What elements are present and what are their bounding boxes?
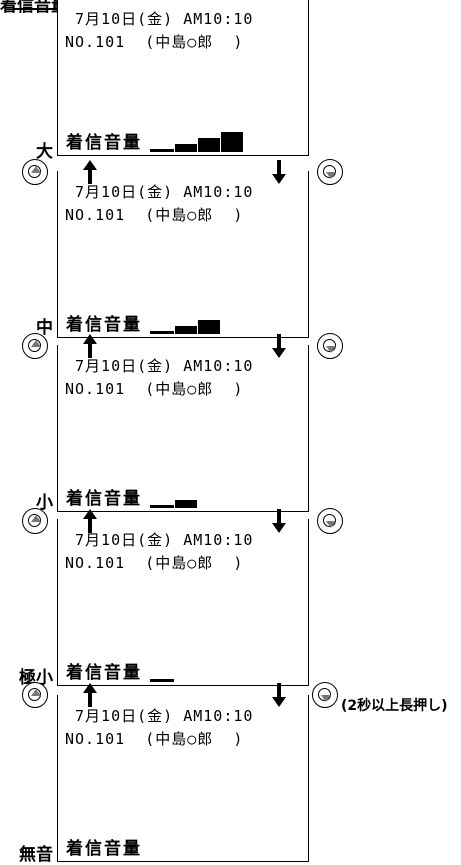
- level-label-silent: 無音: [19, 845, 53, 865]
- volume-bar-2: [175, 326, 197, 334]
- volume-row: 着信音量: [66, 314, 250, 334]
- date-line: 7月10日(金) AM10:10: [65, 707, 254, 725]
- volume-bars: [150, 488, 250, 508]
- arrow-down-icon: [272, 160, 286, 184]
- navigation-key-up-icon: [22, 333, 48, 359]
- number-line: NO.101 (中島○郎 ): [65, 206, 244, 224]
- phone-screen-volume-low: 7月10日(金) AM10:10 NO.101 (中島○郎 ) 着信音量: [57, 345, 309, 512]
- arrow-up-icon: [83, 334, 97, 358]
- navigation-key-down-icon: [317, 333, 343, 359]
- volume-bar-1: [150, 505, 174, 508]
- volume-bar-2: [175, 500, 197, 508]
- volume-label: 着信音量: [66, 839, 142, 859]
- navigation-key-down-icon: [317, 508, 343, 534]
- volume-label: 着信音量: [66, 133, 142, 153]
- number-line: NO.101 (中島○郎 ): [65, 554, 244, 572]
- title-leader-line: [14, 8, 57, 10]
- volume-row: 着信音量: [66, 662, 250, 682]
- navigation-key-down-icon: [312, 682, 338, 708]
- volume-bar-2: [175, 144, 197, 152]
- phone-screen-volume-silent: 7月10日(金) AM10:10 NO.101 (中島○郎 ) 着信音量: [57, 695, 309, 862]
- phone-screen-volume-very-low: 7月10日(金) AM10:10 NO.101 (中島○郎 ) 着信音量: [57, 519, 309, 686]
- number-line: NO.101 (中島○郎 ): [65, 380, 244, 398]
- volume-row: 着信音量: [66, 132, 250, 152]
- volume-bars: [150, 314, 250, 334]
- navigation-key-up-icon: [22, 682, 48, 708]
- navigation-key-up-icon: [22, 508, 48, 534]
- arrow-down-icon: [272, 683, 286, 707]
- navigation-key-down-icon: [317, 159, 343, 185]
- navigation-key-up-icon: [22, 159, 48, 185]
- volume-label: 着信音量: [66, 315, 142, 335]
- volume-bar-1: [150, 149, 174, 152]
- level-label-low: 小: [36, 493, 53, 513]
- volume-bar-1: [150, 679, 174, 682]
- volume-bar-4: [221, 132, 243, 152]
- volume-bars: [150, 132, 250, 152]
- arrow-down-icon: [272, 334, 286, 358]
- number-line: NO.101 (中島○郎 ): [65, 730, 244, 748]
- arrow-down-icon: [272, 509, 286, 533]
- date-line: 7月10日(金) AM10:10: [65, 531, 254, 549]
- level-label-medium: 中: [36, 318, 53, 338]
- date-line: 7月10日(金) AM10:10: [65, 357, 254, 375]
- volume-bar-1: [150, 331, 174, 334]
- volume-bars: [150, 662, 250, 682]
- volume-row: 着信音量: [66, 838, 142, 858]
- arrow-up-icon: [83, 683, 97, 707]
- number-line: NO.101 (中島○郎 ): [65, 33, 244, 51]
- volume-label: 着信音量: [66, 663, 142, 683]
- date-line: 7月10日(金) AM10:10: [65, 10, 254, 28]
- volume-bar-3: [198, 320, 220, 334]
- volume-row: 着信音量: [66, 488, 250, 508]
- level-label-high: 大: [36, 142, 53, 162]
- long-press-note: (2秒以上長押し): [341, 698, 448, 714]
- arrow-up-icon: [83, 160, 97, 184]
- arrow-up-icon: [83, 509, 97, 533]
- date-line: 7月10日(金) AM10:10: [65, 183, 254, 201]
- phone-screen-volume-medium: 7月10日(金) AM10:10 NO.101 (中島○郎 ) 着信音量: [57, 171, 309, 338]
- phone-screen-volume-high: 7月10日(金) AM10:10 NO.101 (中島○郎 ) 着信音量: [57, 0, 309, 156]
- volume-bar-3: [198, 138, 220, 152]
- volume-label: 着信音量: [66, 489, 142, 509]
